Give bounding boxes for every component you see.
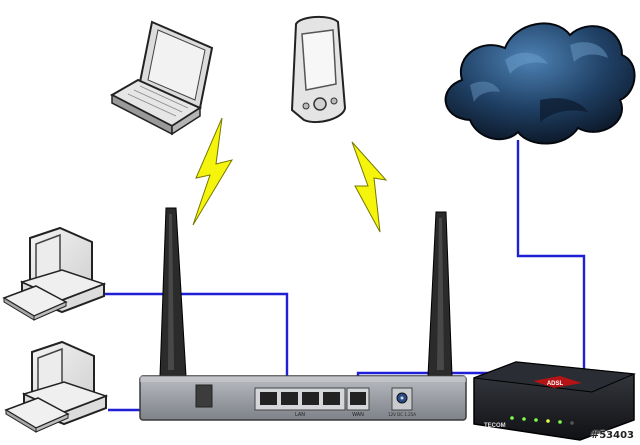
lightning-bolt-icon (351, 141, 388, 233)
power-label: 12V DC 1.25A (388, 412, 416, 417)
modem-status-leds (510, 416, 574, 425)
cable-cloud-to-modem (516, 140, 586, 372)
watermark: #53403 (590, 430, 634, 441)
lan-label: LAN (295, 412, 305, 418)
lan-ports: LAN (254, 387, 346, 418)
internet-cloud-icon (444, 22, 636, 145)
wan-port: WAN (346, 387, 370, 418)
adsl-modem-icon: ADSL TECOM (473, 361, 636, 441)
modem-brand: TECOM (484, 423, 506, 429)
modem-logo-text: ADSL (547, 381, 564, 387)
wan-label: WAN (352, 412, 364, 418)
power-jack: 12V DC 1.25A (388, 387, 416, 417)
laptop-icon (109, 20, 214, 136)
pda-icon (290, 16, 347, 124)
desktop-computer-icon (4, 340, 109, 433)
wireless-router-icon: LAN WAN 12V DC 1.25A (139, 207, 467, 421)
desktop-computer-icon (2, 226, 107, 321)
lightning-bolt-icon (192, 117, 234, 226)
